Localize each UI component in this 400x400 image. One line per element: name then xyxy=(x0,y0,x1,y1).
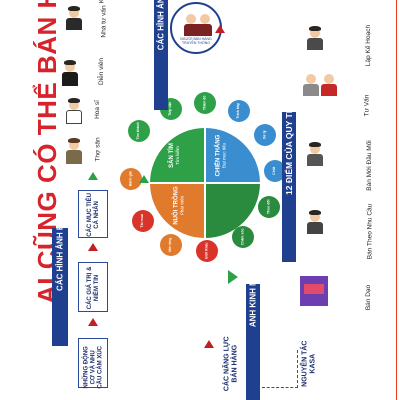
figure-lead-seller xyxy=(304,142,326,168)
quadrant-win xyxy=(205,128,260,183)
process-node: Đánh giá xyxy=(120,168,142,190)
green-arrow-icon xyxy=(139,175,149,183)
process-node: Xử lý xyxy=(254,124,276,146)
kasa-dashed-connector xyxy=(262,350,298,388)
arrow-up-icon xyxy=(88,318,98,326)
badge-bodies xyxy=(184,24,212,36)
badge-label: NGƯỜI BÁN HÀNG TRUYỀN THỐNG xyxy=(180,37,212,45)
green-arrow-icon xyxy=(228,270,238,284)
arrow-up-icon xyxy=(88,243,98,251)
process-node: Trình bày xyxy=(228,100,250,122)
arrow-up-icon xyxy=(88,172,98,180)
process-node: Tái mua xyxy=(132,210,154,232)
inner-image-header: CÁC HÌNH ẢNH BÊN TRONG xyxy=(52,182,68,346)
process-circle xyxy=(150,128,260,238)
traditional-seller-badge: NGƯỜI BÁN HÀNG TRUYỀN THỐNG xyxy=(170,2,222,54)
process-node: Giới thiệu xyxy=(196,240,218,262)
quadrant-hunt xyxy=(150,128,205,183)
figure-advisor xyxy=(300,70,344,110)
step-box-goals: CÁC MỤC TIÊU CÁ NHÂN xyxy=(78,190,108,238)
figure-consultant xyxy=(62,6,84,30)
process-node: Thăm dò xyxy=(194,92,216,114)
outer-image-header: CÁC HÌNH ẢNH NHÌN T xyxy=(154,0,168,110)
process-node: Tìm khách xyxy=(128,120,150,142)
step-box-values: CÁC GIÁ TRỊ & NIỀM TIN xyxy=(78,262,108,312)
kasa-label: NGUYÊN TẮC KASA xyxy=(301,340,316,387)
quadrant-nurture xyxy=(150,183,205,238)
red-arrow-icon xyxy=(215,25,225,33)
page-edge-line xyxy=(396,0,397,400)
figure-actor xyxy=(58,60,80,88)
process-node: Theo dõi xyxy=(258,196,280,218)
sales-skills-label: CÁC NĂNG LỰC BÁN HÀNG xyxy=(223,336,238,392)
circle-divider-v xyxy=(204,128,206,238)
skills-arrow-icon xyxy=(204,340,214,348)
badge-face-icon xyxy=(186,14,196,24)
experience-header: ANH KINH NGHIỆM xyxy=(246,254,260,400)
twelve-points-header: 12 ĐIỂM CỦA QUY TRÌNH BÁN HÀNG xyxy=(282,44,296,262)
step-box-emotions: NHỮNG ĐỘNG CƠ VÀ NHU CẦU CẢM XÚC xyxy=(78,338,108,389)
process-node: Chốt xyxy=(264,160,286,182)
figure-hunter xyxy=(62,138,84,166)
badge-face-icon xyxy=(200,14,210,24)
process-node: Chăm sóc xyxy=(232,226,254,248)
figure-hawker xyxy=(300,276,328,306)
figure-needs-seller xyxy=(304,210,326,236)
figure-planner xyxy=(304,26,326,52)
figure-painter xyxy=(62,98,84,126)
process-node: Mở rộng xyxy=(160,234,182,256)
